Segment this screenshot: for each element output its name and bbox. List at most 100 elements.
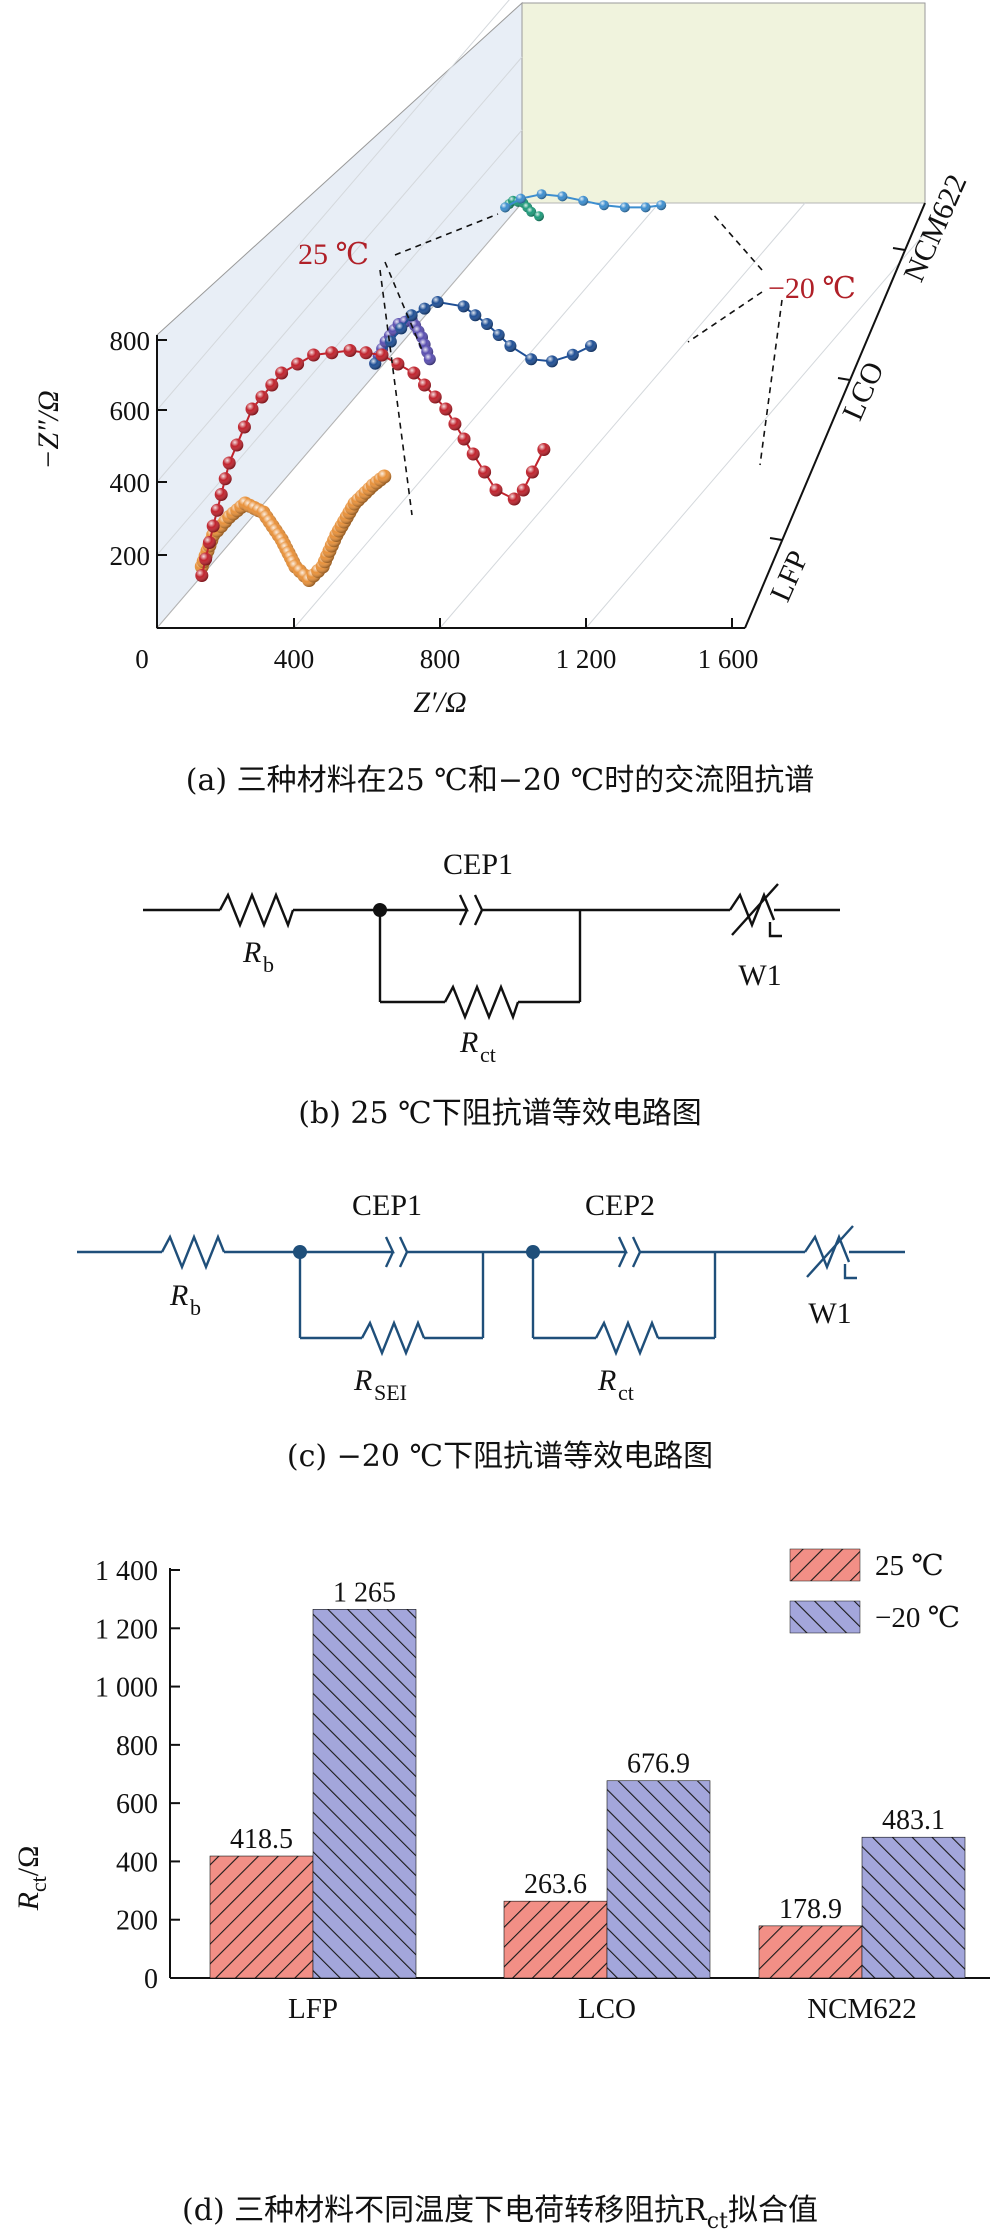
point-shade-lco-minus20c bbox=[457, 300, 470, 313]
point-shade-lfp-minus20c bbox=[343, 344, 357, 357]
point-shade-lfp-minus20c bbox=[230, 438, 244, 452]
point-shade-lfp-minus20c bbox=[245, 402, 259, 416]
x-axis-title: Z′/Ω bbox=[413, 686, 466, 719]
point-shade-ncm622-minus20c bbox=[619, 202, 630, 213]
point-shade-lco-minus20c bbox=[492, 329, 505, 341]
rb-sub: b bbox=[263, 952, 274, 977]
point-shade-lfp-25c bbox=[377, 469, 392, 484]
panel-c-caption: (c) −20 ℃下阻抗谱等效电路图 bbox=[287, 1439, 713, 1474]
point-shade-lfp-minus20c bbox=[325, 346, 339, 360]
point-shade-lfp-minus20c bbox=[255, 390, 269, 404]
w1-label: W1 bbox=[808, 1297, 851, 1330]
point-shade-lfp-minus20c bbox=[206, 519, 220, 533]
point-shade-lfp-minus20c bbox=[418, 378, 431, 392]
rb-label: R bbox=[242, 936, 261, 969]
point-shade-lco-minus20c bbox=[546, 355, 558, 368]
point-shade-lco-minus20c bbox=[384, 335, 397, 348]
annotation-minus20c: −20 ℃ bbox=[768, 272, 856, 305]
point-shade-lfp-minus20c bbox=[478, 465, 492, 479]
point-shade-lco-25c bbox=[423, 353, 436, 366]
grid-lines bbox=[156, 0, 926, 629]
bar-value-label: 178.9 bbox=[779, 1894, 842, 1925]
point-shade-lco-minus20c bbox=[481, 318, 493, 330]
resistor-rsei bbox=[360, 1319, 426, 1357]
rsei-sub: SEI bbox=[374, 1380, 407, 1405]
bar-category-label: LCO bbox=[578, 1993, 636, 2025]
rsei-label: R bbox=[353, 1364, 372, 1397]
bar-value-label: 676.9 bbox=[627, 1749, 690, 1780]
cpe2 bbox=[606, 1236, 628, 1268]
y-tick-400: 400 bbox=[110, 468, 151, 498]
point-shade-lco-minus20c bbox=[418, 302, 431, 315]
x-tick-1600: 1 600 bbox=[698, 644, 759, 674]
bar-value-label: 418.5 bbox=[230, 1824, 293, 1855]
point-shade-lfp-minus20c bbox=[391, 357, 405, 371]
legend: 25 ℃ −20 ℃ bbox=[789, 1548, 960, 1634]
bar-value-label: 483.1 bbox=[882, 1805, 945, 1836]
node-dot-2 bbox=[526, 1245, 540, 1259]
cep2-label: CEP2 bbox=[585, 1189, 655, 1222]
svg-text:Rct/Ω: Rct/Ω bbox=[12, 1846, 51, 1912]
rct-label: R bbox=[597, 1364, 616, 1397]
panel-a-3d-chart: 800 600 400 200 0 400 800 1 200 1 600 Z′… bbox=[32, 0, 973, 798]
point-shade-lfp-minus20c bbox=[407, 366, 421, 380]
point-shade-lfp-minus20c bbox=[214, 488, 228, 501]
resistor-rb bbox=[218, 891, 295, 929]
point-shade-ncm622-minus20c bbox=[578, 195, 589, 206]
point-shade-lfp-minus20c bbox=[202, 536, 216, 549]
point-shade-ncm622-minus20c bbox=[557, 191, 568, 202]
bar-y-tick-label: 600 bbox=[116, 1789, 158, 1820]
point-shade-lfp-minus20c bbox=[428, 390, 442, 404]
x-tick-400: 400 bbox=[274, 644, 315, 674]
panel-c-circuit: CEP1 CEP2 R b R SEI R ct W1 (c) −20 ℃下阻抗… bbox=[77, 1189, 905, 1474]
point-shade-lco-minus20c bbox=[566, 348, 579, 361]
resistor-rb bbox=[160, 1233, 226, 1271]
y-tick-200: 200 bbox=[110, 541, 151, 571]
panel-b-circuit: CEP1 R b R ct W1 (b) 25 ℃下阻抗谱等效电路图 bbox=[143, 848, 840, 1131]
point-shade-lfp-minus20c bbox=[466, 447, 480, 461]
y-axis-title: −Z″/Ω bbox=[32, 390, 65, 469]
point-shade-lfp-minus20c bbox=[375, 348, 389, 362]
node-dot bbox=[373, 903, 387, 917]
point-shade-lfp-minus20c bbox=[222, 456, 236, 470]
bar-category-label: NCM622 bbox=[807, 1993, 917, 2025]
bar-y-axis-title: Rct/Ω bbox=[12, 1846, 51, 1912]
cpe1 bbox=[373, 1236, 395, 1268]
legend-swatch-minus20c bbox=[789, 1600, 861, 1634]
bar-ncm622-25c bbox=[758, 1925, 863, 1979]
y-tick-600: 600 bbox=[110, 396, 151, 426]
point-shade-ncm622-minus20c bbox=[599, 200, 609, 211]
point-shade-lfp-minus20c bbox=[291, 357, 305, 371]
point-shade-lfp-minus20c bbox=[210, 503, 224, 517]
point-shade-lco-minus20c bbox=[369, 357, 382, 370]
bars bbox=[209, 1609, 966, 1979]
point-shade-lfp-minus20c bbox=[199, 552, 213, 566]
point-shade-lco-minus20c bbox=[504, 340, 517, 352]
point-shade-lfp-minus20c bbox=[489, 483, 503, 497]
bar-y-tick-label: 1 200 bbox=[95, 1614, 158, 1645]
x-tick-0: 0 bbox=[135, 644, 149, 674]
cep1-label: CEP1 bbox=[443, 848, 513, 881]
back-wall bbox=[521, 2, 926, 204]
bar-lfp-25c bbox=[209, 1855, 314, 1979]
point-shade-lfp-minus20c bbox=[525, 465, 539, 479]
bar-y-tick-label: 1 000 bbox=[95, 1673, 158, 1704]
point-shade-ncm622-minus20c bbox=[536, 189, 547, 200]
point-shade-lfp-minus20c bbox=[307, 348, 321, 362]
panel-b-caption: (b) 25 ℃下阻抗谱等效电路图 bbox=[298, 1096, 701, 1131]
point-shade-lco-minus20c bbox=[395, 322, 408, 335]
point-shade-lco-minus20c bbox=[469, 309, 482, 322]
point-shade-lfp-minus20c bbox=[218, 472, 232, 486]
bar-y-tick-label: 400 bbox=[116, 1847, 158, 1878]
point-shade-ncm622-25c bbox=[534, 211, 544, 222]
resistor-rct bbox=[443, 983, 520, 1021]
resistor-rct bbox=[594, 1319, 660, 1357]
point-shade-lfp-minus20c bbox=[507, 492, 521, 506]
leader-lines bbox=[379, 212, 783, 516]
bar-y-tick-label: 800 bbox=[116, 1731, 158, 1762]
point-shade-lco-minus20c bbox=[585, 340, 597, 352]
legend-label-25c: 25 ℃ bbox=[875, 1550, 944, 1582]
